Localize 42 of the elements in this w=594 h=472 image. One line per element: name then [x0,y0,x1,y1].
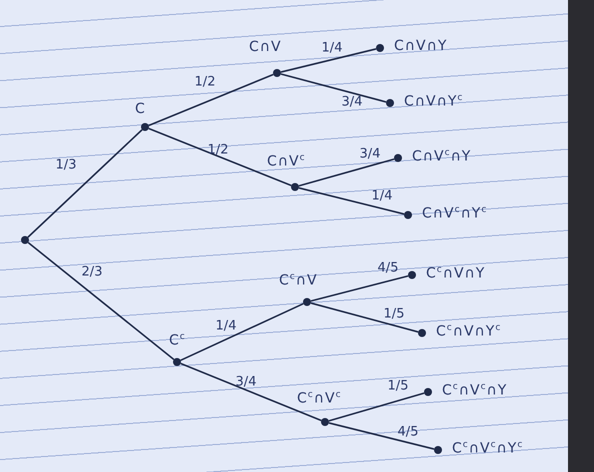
probability-label: 1/4 [322,40,342,56]
probability-label: 1/2 [208,142,228,158]
branch-line [180,362,322,422]
probability-label: 1/4 [216,318,236,334]
branch-line [328,392,424,422]
branch-line [280,73,386,103]
outcome-label: C$^{c}$∩V$^{c}$∩Y$^{c}$ [452,440,524,457]
branch-line [298,158,394,187]
branch-line [328,422,434,450]
probability-label: 3/4 [342,94,362,110]
outcome-label: C [135,101,146,117]
branch-line [310,302,418,333]
outcome-label: C∩V$^{c}$∩Y$^{c}$ [422,205,488,222]
probability-label: 1/5 [388,378,408,394]
outcome-label: C$^{c}$ [169,332,186,349]
branch-line [310,275,408,302]
outcome-label: C$^{c}$∩V [279,272,318,289]
outcome-label: C∩V∩Y [394,38,448,54]
probability-label: 1/4 [372,188,392,204]
branch-line [27,129,143,238]
outcome-label: C$^{c}$∩V$^{c}$ [297,390,342,407]
branch-line [148,128,292,186]
outcome-label: C∩V$^{c}$∩Y [412,148,472,165]
branch-line [148,74,274,126]
branch-line [298,187,404,215]
outcome-label: C∩V∩Y$^{c}$ [404,93,464,110]
outcome-label: C$^{c}$∩V$^{c}$∩Y [442,382,508,399]
branch-line [280,48,376,73]
branch-line [180,302,304,362]
probability-label: 3/4 [236,374,256,390]
probability-label: 3/4 [360,146,380,162]
probability-label: 2/3 [82,264,102,280]
probability-label: 4/5 [378,260,398,276]
outcome-label: C∩V [249,39,282,55]
probability-label: 1/5 [384,306,404,322]
outcome-label: C∩V$^{c}$ [267,153,306,170]
branch-line [28,242,174,360]
probability-label: 4/5 [398,424,418,440]
outcome-label: C$^{c}$∩V∩Y [426,265,486,282]
probability-label: 1/3 [56,158,76,172]
probability-label: 1/2 [194,74,216,90]
outcome-label: C$^{c}$∩V∩Y$^{c}$ [436,323,502,340]
